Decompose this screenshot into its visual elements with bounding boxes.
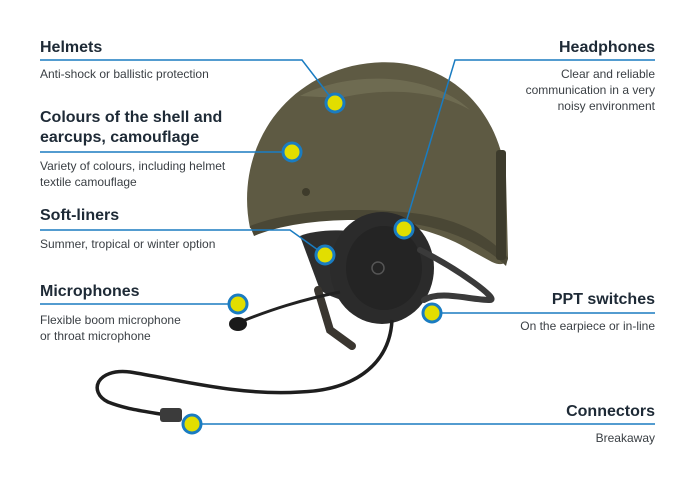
helmet-screw [302, 188, 310, 196]
callout-colours: Colours of the shell and earcups, camouf… [40, 108, 225, 190]
callout-microphones: Microphones Flexible boom microphone or … [40, 282, 181, 344]
connector-plug [160, 408, 182, 422]
microphones-desc-line1: Flexible boom microphone [40, 313, 181, 327]
callout-connectors: Connectors Breakaway [566, 402, 655, 446]
helmet-side-rail [496, 150, 506, 260]
callout-headphones: Headphones Clear and reliable communicat… [526, 38, 655, 114]
ppt-desc: On the earpiece or in-line [520, 319, 655, 333]
connectors-title: Connectors [566, 403, 655, 420]
headphones-desc-line2: communication in a very [525, 83, 655, 97]
earcup-logo [371, 261, 385, 275]
softliners-title: Soft-liners [40, 207, 120, 224]
colours-title-line2: earcups, camouflage [40, 129, 200, 146]
ppt-title: PPT switches [551, 291, 655, 308]
colours-dot [281, 141, 303, 163]
headphones-title: Headphones [558, 39, 655, 56]
softliners-desc: Summer, tropical or winter option [40, 237, 216, 251]
softliners-line [40, 229, 326, 256]
helmet-rim [250, 210, 508, 266]
connector-cable [95, 319, 394, 418]
helmets-dot [324, 92, 346, 114]
microphones-title: Microphones [40, 283, 140, 300]
helmets-title: Helmets [40, 39, 103, 56]
boom-microphone [239, 290, 341, 324]
callout-helmets: Helmets Anti-shock or ballistic protecti… [40, 38, 209, 82]
colours-desc-line2: textile camouflage [40, 175, 137, 189]
helmets-line [40, 59, 336, 104]
helmets-desc: Anti-shock or ballistic protection [40, 67, 209, 81]
helmet-shading [300, 78, 470, 110]
connectors-dot [181, 413, 203, 435]
callout-dots [181, 92, 443, 435]
softliners-dot [314, 244, 336, 266]
colours-desc-line1: Variety of colours, including helmet [40, 159, 226, 173]
mic-head [229, 317, 247, 331]
callout-lines [40, 59, 655, 425]
headphones-dot [393, 218, 415, 240]
ppt-dot [421, 302, 443, 324]
colours-title-line1: Colours of the shell and [40, 109, 223, 126]
connectors-desc: Breakaway [595, 431, 655, 445]
callout-softliners: Soft-liners Summer, tropical or winter o… [40, 206, 215, 252]
headphones-desc-line3: noisy environment [557, 99, 655, 113]
microphones-dot [227, 293, 249, 315]
callout-ppt: PPT switches On the earpiece or in-line [520, 290, 655, 334]
microphones-desc-line2: or throat microphone [40, 329, 151, 343]
headphones-line [403, 59, 655, 230]
earcup-cable [417, 247, 495, 304]
headphones-desc-line1: Clear and reliable [560, 67, 655, 81]
chin-strap [314, 286, 356, 350]
